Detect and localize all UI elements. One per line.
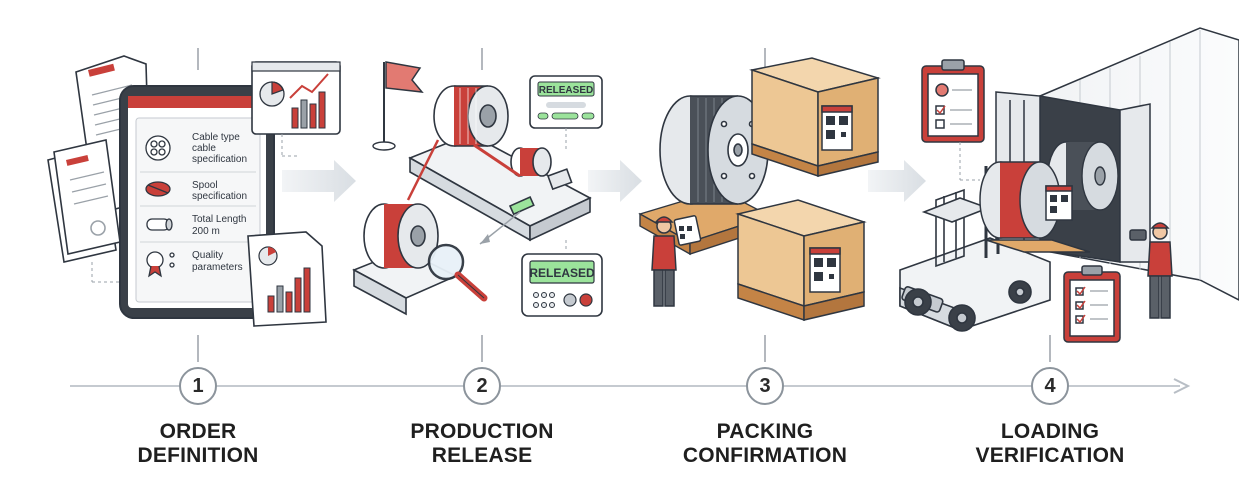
flag-icon: [372, 61, 424, 151]
loaded-drums: [1047, 141, 1119, 211]
cable-cross-section-icon: [145, 135, 171, 161]
tablet-item-2-line-1: Spool: [192, 180, 218, 191]
step-number-1: 1: [179, 367, 217, 405]
step-number-3-text: 3: [759, 374, 771, 397]
step-4-label-line-1: LOADING: [1000, 420, 1100, 443]
packed-box-top: [749, 57, 881, 178]
tablet-item-4-line-1: Quality: [192, 250, 223, 261]
tablet-item-2-line-2: specification: [192, 191, 247, 202]
magnifier-icon: [427, 243, 488, 302]
step-3-label-line-2: CONFIRMATION: [682, 444, 848, 467]
released-status-panel-top: RELEASED: [529, 75, 603, 129]
step-1-label-line-1: ORDER: [159, 420, 237, 443]
step-label-packing-confirmation: PACKING CONFIRMATION: [635, 420, 895, 468]
step-4-label-line-2: VERIFICATION: [975, 444, 1125, 467]
stage-packing-confirmation: [638, 57, 881, 322]
cable-length-icon: [146, 218, 173, 231]
timeline-arrow-head: [1173, 378, 1191, 394]
inspection-spool-icon: [352, 203, 458, 316]
packed-box-bottom: [735, 199, 867, 322]
flow-arrows: [282, 160, 926, 202]
released-label-top: RELEASED: [539, 85, 593, 96]
step-number-2-text: 2: [476, 374, 488, 397]
step-3-label-line-1: PACKING: [716, 420, 814, 443]
step-2-label-line-2: RELEASE: [431, 444, 533, 467]
stage-production-release: RELEASED RELEASED: [352, 61, 603, 317]
guide-lines: [197, 48, 1051, 362]
tablet-item-1-line-2: cable: [192, 143, 216, 154]
tablet-item-1-line-1: Cable type: [192, 132, 240, 143]
step-number-4-text: 4: [1044, 374, 1056, 397]
step-number-3: 3: [746, 367, 784, 405]
spool-icon: [145, 181, 171, 197]
flow-arrow-1: [282, 160, 356, 202]
step-1-label-line-2: DEFINITION: [137, 444, 259, 467]
step-label-production-release: PRODUCTION RELEASE: [352, 420, 612, 468]
timeline: [70, 378, 1191, 394]
released-status-panel-bottom: RELEASED: [521, 253, 603, 317]
step-label-order-definition: ORDER DEFINITION: [68, 420, 328, 468]
forklift-drum: [979, 161, 1091, 253]
cable-drum-icon: [659, 95, 769, 205]
winding-machine-icon: [406, 85, 592, 242]
analytics-card-icon: [251, 61, 341, 157]
report-document-icon: [247, 231, 327, 327]
tablet-item-3-line-2: 200 m: [192, 226, 220, 237]
tablet-item-4-line-2: parameters: [192, 262, 243, 273]
checklist-clipboard-bottom: [1063, 265, 1121, 343]
quality-badge-icon: [146, 251, 175, 278]
worker-scanning-icon: [651, 215, 702, 307]
released-label-bottom: RELEASED: [529, 266, 595, 280]
worker-verifying-icon: [1129, 222, 1173, 319]
stage-loading-verification: [899, 27, 1239, 343]
step-number-2: 2: [463, 367, 501, 405]
tablet-device: Cable type cable specification Spool spe…: [119, 85, 275, 319]
step-label-loading-verification: LOADING VERIFICATION: [920, 420, 1180, 468]
stage-order-definition: Cable type cable specification Spool spe…: [47, 55, 341, 327]
step-number-4: 4: [1031, 367, 1069, 405]
tablet-item-3-line-1: Total Length: [192, 214, 247, 225]
checklist-clipboard-top: [921, 59, 985, 143]
forklift-icon: [899, 162, 1051, 332]
tablet-item-1-line-3: specification: [192, 154, 247, 165]
step-2-label-line-1: PRODUCTION: [410, 420, 554, 443]
flow-arrow-2: [588, 160, 642, 202]
flow-arrow-3: [868, 160, 926, 202]
step-number-1-text: 1: [192, 374, 204, 397]
